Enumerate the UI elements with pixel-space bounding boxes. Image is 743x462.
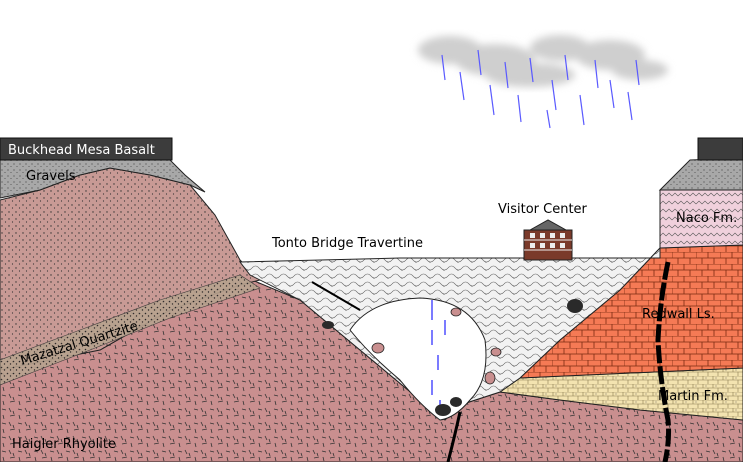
rain-cloud	[418, 35, 668, 87]
rhyolite-blocks	[371, 307, 502, 385]
label-visitor-center: Visitor Center	[498, 202, 588, 217]
buckhead-basalt-left	[0, 137, 173, 161]
rain-streaks	[441, 49, 640, 129]
boulders	[322, 299, 583, 416]
buckhead-basalt-right	[697, 137, 743, 161]
label-naco: Naco Fm.	[676, 211, 737, 226]
label-travertine: Tonto Bridge Travertine	[271, 236, 423, 251]
spring-conduit	[446, 411, 462, 462]
label-haigler: Haigler Rhyolite	[12, 437, 116, 452]
label-buckhead: Buckhead Mesa Basalt	[8, 143, 155, 158]
label-gravels: Gravels	[26, 169, 76, 184]
visitor-center-building	[523, 219, 573, 261]
bridge-cave	[349, 297, 487, 421]
gravels-layer	[0, 159, 206, 199]
gravels-right-layer	[658, 157, 743, 191]
fracture-line	[311, 281, 361, 311]
quartzite-band	[0, 274, 261, 386]
label-martin: Martin Fm.	[658, 389, 728, 404]
label-redwall: Redwall Ls.	[642, 307, 715, 322]
cave-drips	[431, 300, 446, 412]
fault-line	[655, 261, 672, 462]
